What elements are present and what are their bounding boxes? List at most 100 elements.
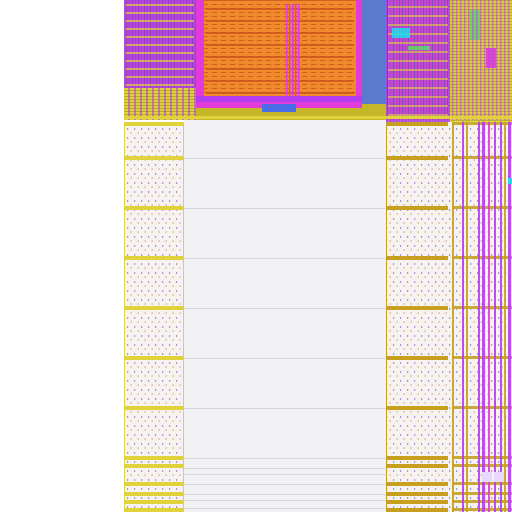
- marker-shapes: [482, 178, 512, 482]
- metal-row: [126, 4, 194, 6]
- metal-strip: [476, 0, 478, 120]
- power-rail: [386, 464, 448, 468]
- metal-strip: [484, 0, 486, 120]
- cap-shape: [470, 10, 480, 40]
- power-rail: [124, 492, 184, 496]
- power-rail: [386, 406, 448, 410]
- cap-shape: [408, 46, 430, 50]
- cyan-marker: [508, 178, 512, 184]
- metal-row: [126, 52, 194, 54]
- power-rail: [386, 206, 448, 210]
- metal-row: [126, 84, 194, 86]
- poly-row: [206, 68, 354, 70]
- metal-strip: [289, 4, 291, 96]
- metal-strip: [452, 0, 454, 120]
- poly-strip: [244, 4, 248, 92]
- metal-strip: [295, 4, 297, 96]
- cell-column-right: [386, 122, 448, 512]
- power-rail: [386, 356, 448, 360]
- poly-strip: [325, 4, 329, 92]
- column-edge: [183, 122, 184, 512]
- macro-border: [196, 96, 362, 102]
- poly-strip: [289, 4, 293, 92]
- poly-strip: [253, 4, 257, 92]
- metal-strip: [468, 0, 470, 120]
- poly-strip: [280, 4, 284, 92]
- power-rail: [124, 406, 184, 410]
- metal-strip: [504, 0, 506, 120]
- row-separators: [184, 158, 386, 509]
- power-rail: [386, 456, 448, 460]
- row-separator: [184, 500, 386, 501]
- poly-strip: [343, 4, 347, 92]
- poly-row: [206, 80, 354, 82]
- macro-pin: [262, 104, 296, 112]
- power-rail: [124, 306, 184, 310]
- vertical-rail: [504, 120, 506, 512]
- power-rails-left: [124, 122, 184, 512]
- poly-strip: [316, 4, 320, 92]
- metal-row: [126, 76, 194, 78]
- metal-row: [388, 60, 448, 62]
- metal-row: [388, 96, 448, 98]
- vertical-rail: [452, 120, 454, 512]
- metal-row: [126, 20, 194, 22]
- row-separator: [184, 308, 386, 309]
- row-separator: [184, 408, 386, 409]
- cell-column-left: [124, 122, 184, 512]
- poly-strip: [307, 4, 311, 92]
- metal-strip: [508, 0, 510, 120]
- power-rail: [124, 500, 184, 504]
- pad-marker: [494, 472, 504, 482]
- power-rail: [124, 456, 184, 460]
- metal-strip: [292, 4, 294, 96]
- metal-row: [126, 36, 194, 38]
- metal-row: [388, 114, 448, 116]
- power-rail: [124, 356, 184, 360]
- metal-row: [388, 24, 448, 26]
- metal-strip: [464, 0, 466, 120]
- poly-strip: [208, 4, 212, 92]
- metal-row: [126, 12, 194, 14]
- row-separator: [184, 508, 386, 509]
- power-rail: [124, 122, 184, 126]
- vertical-rail: [478, 120, 480, 512]
- power-rail: [124, 508, 184, 512]
- poly-strip: [334, 4, 338, 92]
- power-rail: [386, 156, 448, 160]
- poly-strip: [235, 4, 239, 92]
- metal-strip: [472, 0, 474, 120]
- metal-row: [388, 69, 448, 71]
- row-separator: [184, 468, 386, 469]
- power-rail: [386, 306, 448, 310]
- row-separator: [184, 208, 386, 209]
- metal-row: [388, 6, 448, 8]
- metal-shape: [486, 48, 496, 68]
- metal-row: [126, 44, 194, 46]
- power-rail: [124, 482, 184, 486]
- row-separator: [184, 258, 386, 259]
- power-rail: [386, 500, 448, 504]
- metal-strip: [496, 0, 498, 120]
- poly-strip: [352, 4, 356, 92]
- poly-row: [206, 92, 354, 94]
- vertical-rail: [508, 120, 511, 512]
- vertical-rail: [482, 120, 485, 512]
- poly-row: [206, 20, 354, 22]
- poly-row: [206, 44, 354, 46]
- poly-strip: [271, 4, 275, 92]
- macro-detail: [124, 0, 512, 120]
- metal-strip: [298, 4, 300, 96]
- vertical-rail: [466, 120, 468, 512]
- power-rail: [386, 482, 448, 486]
- metal-row: [388, 51, 448, 53]
- power-rail: [386, 122, 448, 126]
- vertical-rail: [462, 120, 464, 512]
- metal-strip: [456, 0, 458, 120]
- row-separator: [184, 358, 386, 359]
- metal-row: [126, 60, 194, 62]
- power-rail: [124, 464, 184, 468]
- power-rail: [124, 256, 184, 260]
